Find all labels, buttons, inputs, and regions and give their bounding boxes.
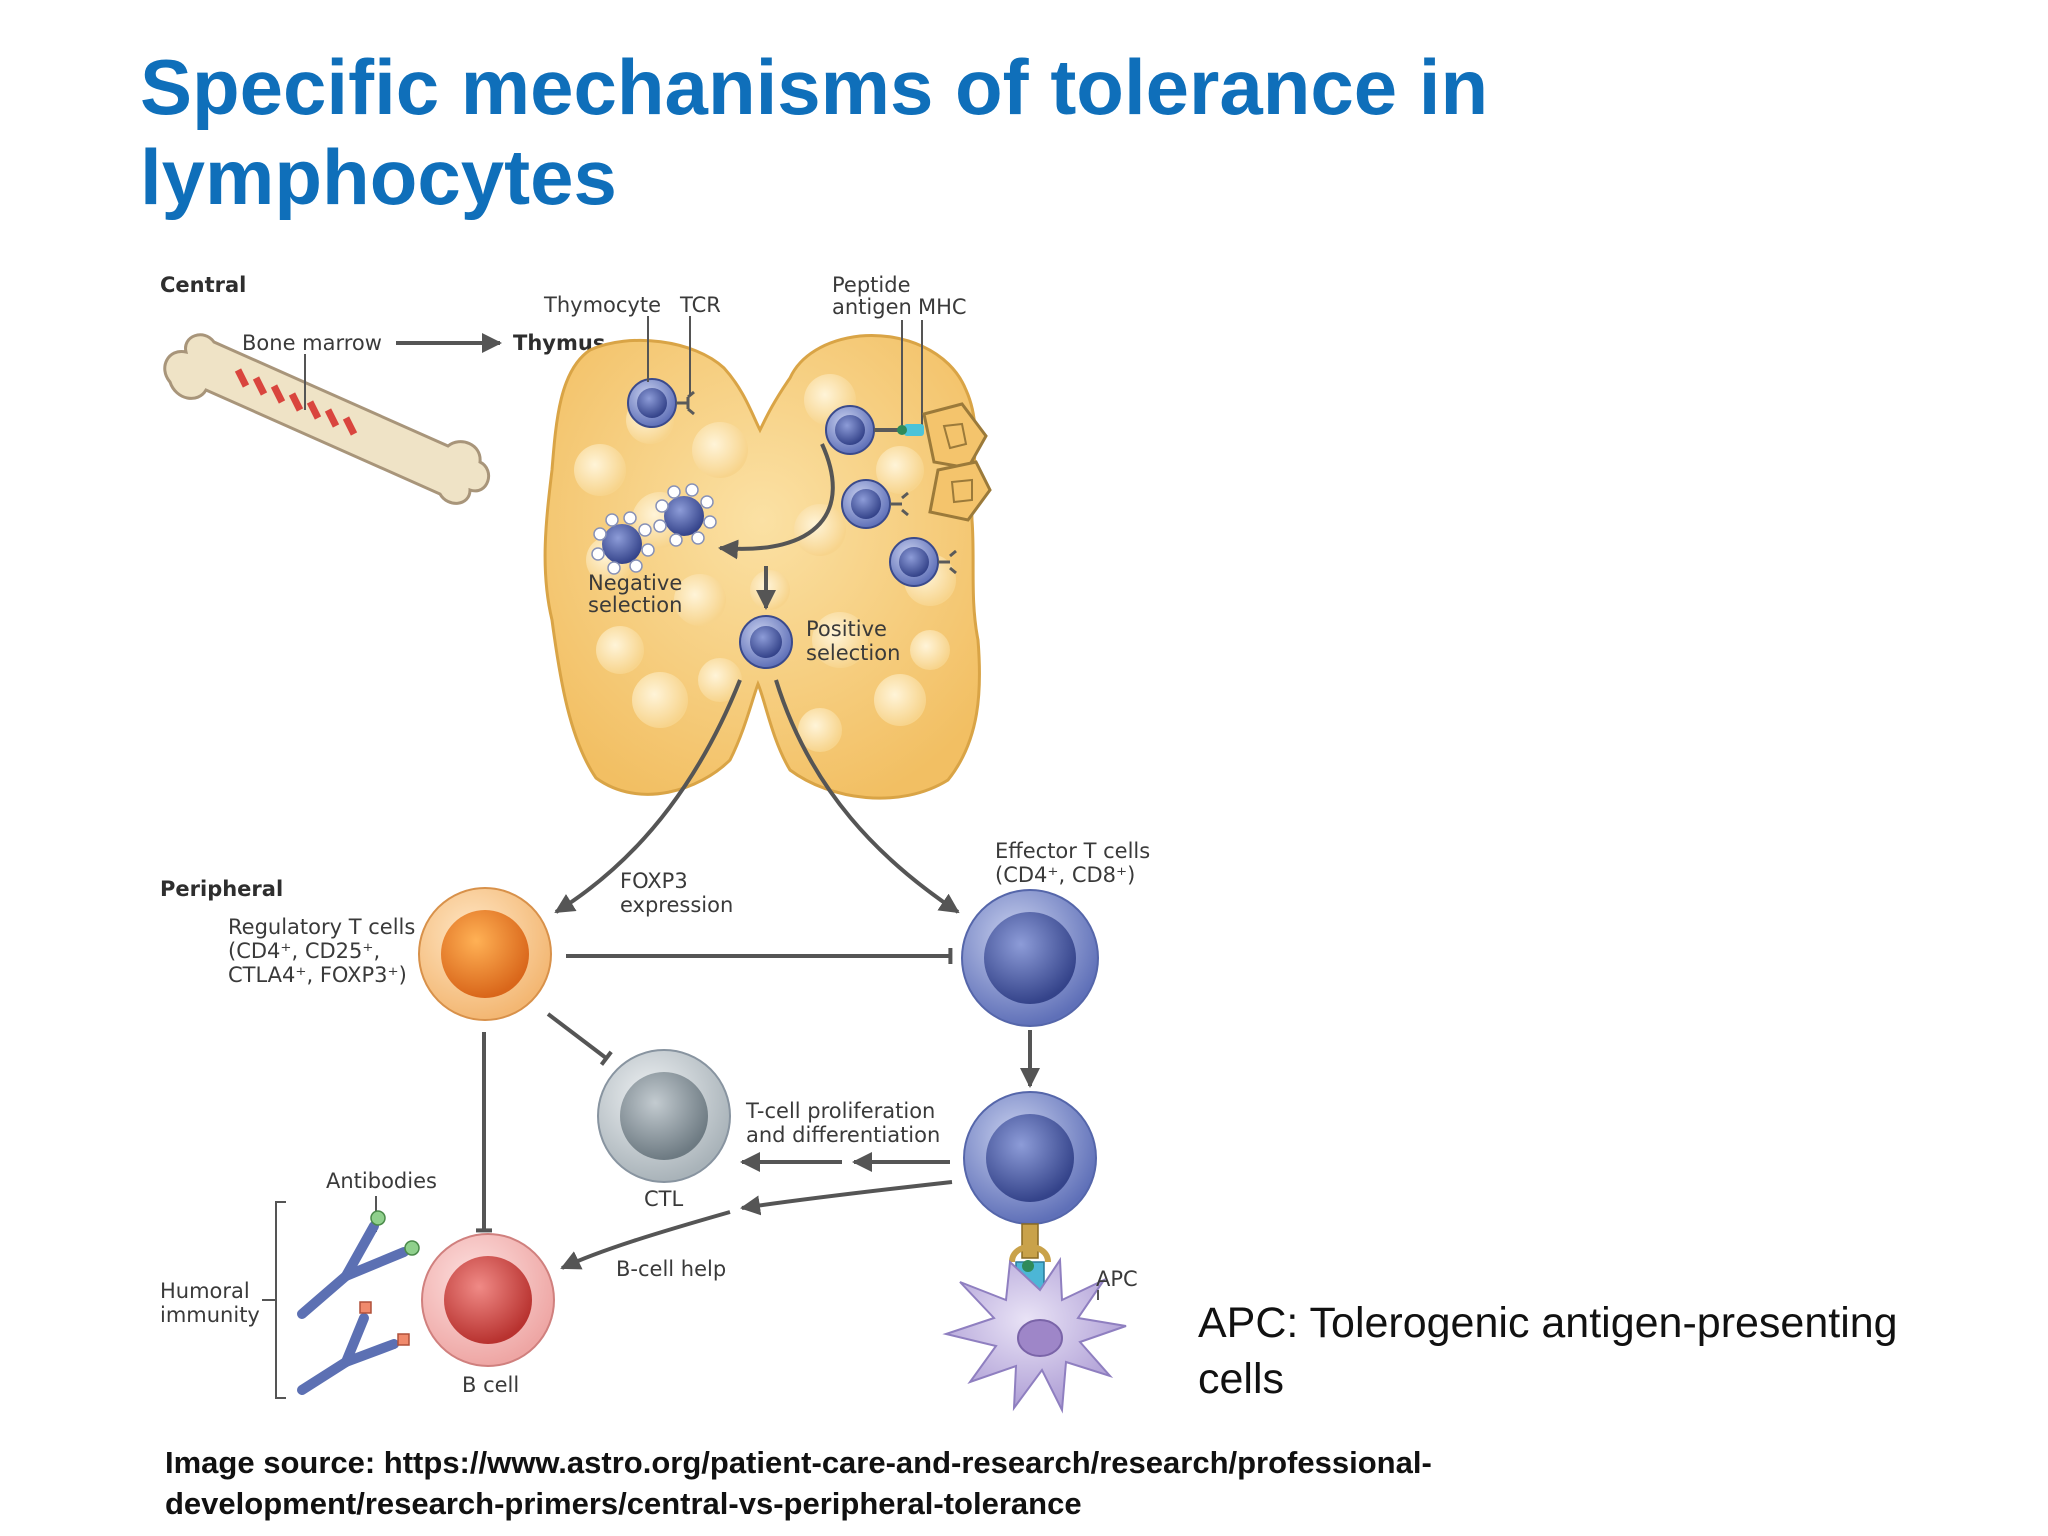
bone-illustration <box>163 333 491 505</box>
thymocyte-cell-3 <box>889 537 957 587</box>
image-source-note: Image source: https://www.astro.org/pati… <box>165 1445 1432 1521</box>
thymus-illustration <box>543 333 982 800</box>
b-cell-help-arrow <box>560 1210 731 1270</box>
to-effector-arrow <box>774 679 960 914</box>
thymocyte-mhc-contact <box>825 405 924 455</box>
thymic-epithelial-cell <box>922 402 992 522</box>
humoral-label-2: immunity <box>160 1303 260 1327</box>
antibody-2 <box>297 1301 410 1395</box>
humoral-label-1: Humoral <box>160 1279 250 1303</box>
negative-selection-label-1: Negative <box>588 571 682 595</box>
central-label: Central <box>160 273 246 297</box>
peptide-label-1: Peptide <box>832 273 910 297</box>
apoptotic-cells <box>591 483 717 575</box>
to-treg-arrow <box>554 679 742 914</box>
positive-selection-label-2: selection <box>806 641 900 665</box>
tcr-label: TCR <box>679 293 721 317</box>
treg-inhibits-ctl <box>546 1012 613 1066</box>
thymocyte-label: Thymocyte <box>543 293 661 317</box>
apc-label: APC <box>1096 1267 1138 1291</box>
b-cell-label: B cell <box>462 1373 519 1397</box>
activated-t-cell <box>963 1091 1097 1225</box>
apc-note: APC: Tolerogenic antigen-presenting cell… <box>1198 1299 1898 1403</box>
negative-selection-arrow <box>718 443 835 560</box>
effector-to-ctl-arrow <box>740 1180 953 1216</box>
positive-selection-label-1: Positive <box>806 617 887 641</box>
apc-cell <box>942 1256 1127 1414</box>
effector-t-cell <box>961 889 1099 1027</box>
slide-title: Specific mechanisms of tolerance in lymp… <box>140 43 1489 221</box>
regulatory-t-cell <box>418 887 552 1021</box>
b-cell <box>421 1233 555 1367</box>
humoral-bracket <box>275 1201 286 1399</box>
foxp3-label-2: expression <box>620 893 733 917</box>
effector-label-2: (CD4⁺, CD8⁺) <box>995 863 1135 887</box>
positively-selected-cell <box>739 615 793 669</box>
bone-marrow-label: Bone marrow <box>242 331 382 355</box>
b-cell-help-label: B-cell help <box>616 1257 726 1281</box>
ctl-label: CTL <box>644 1187 683 1211</box>
thymocyte-cell-2 <box>841 479 909 529</box>
ctl-cell <box>597 1049 731 1183</box>
foxp3-label-1: FOXP3 <box>620 869 688 893</box>
negative-selection-label-2: selection <box>588 593 682 617</box>
treg-label-1: Regulatory T cells <box>228 915 415 939</box>
thymocyte-cell <box>627 378 695 428</box>
proliferation-label-1: T-cell proliferation <box>745 1099 935 1123</box>
peripheral-label: Peripheral <box>160 877 283 901</box>
antibodies-label: Antibodies <box>326 1169 437 1193</box>
treg-label-3: CTLA4⁺, FOXP3⁺) <box>228 963 407 987</box>
antibody-1 <box>297 1210 420 1319</box>
peptide-label-2: antigen <box>832 295 912 319</box>
treg-label-2: (CD4⁺, CD25⁺, <box>228 939 380 963</box>
effector-label-1: Effector T cells <box>995 839 1150 863</box>
mhc-label: MHC <box>918 295 967 319</box>
proliferation-label-2: and differentiation <box>746 1123 940 1147</box>
